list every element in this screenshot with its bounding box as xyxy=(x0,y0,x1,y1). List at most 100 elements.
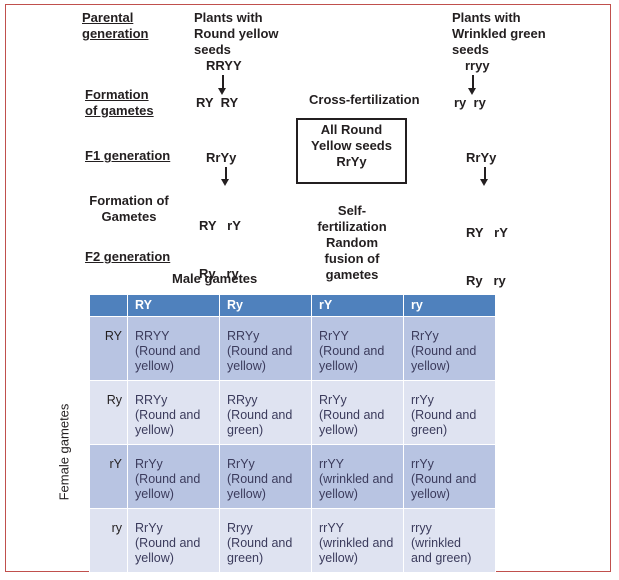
parent-right-gametes: ry ry xyxy=(454,95,486,110)
gamete-line: RY rY xyxy=(199,218,241,233)
label-formation-of-gametes-2: Formation of Gametes xyxy=(80,193,178,225)
cell-phenotype: green) xyxy=(227,551,264,565)
parent-left-genotype: RRYY xyxy=(206,58,242,73)
cell-phenotype: (Round and xyxy=(227,536,293,550)
result-line: Yellow seeds xyxy=(311,138,392,153)
label-f1-generation: F1 generation xyxy=(85,148,171,163)
parent-right-genotype: rryy xyxy=(465,58,490,73)
cell-phenotype: yellow) xyxy=(227,359,266,373)
self-line: gametes xyxy=(325,267,379,282)
cell-genotype: rrYy xyxy=(411,457,434,471)
cell-phenotype: yellow) xyxy=(319,487,358,501)
cell-phenotype: (wrinkled xyxy=(411,536,462,550)
parent-left-gametes: RY RY xyxy=(196,95,239,110)
result-line: RrYy xyxy=(336,154,367,169)
cell-genotype: RrYy xyxy=(135,521,163,535)
label-line: Formation of xyxy=(89,193,169,208)
parent-right-description: Plants with Wrinkled green seeds xyxy=(452,10,546,58)
label-line: of gametes xyxy=(85,103,154,118)
cell-genotype: rryy xyxy=(411,521,432,535)
cell-phenotype: yellow) xyxy=(319,551,358,565)
desc-line: Round yellow xyxy=(194,26,279,41)
label-parental-generation: Parental generation xyxy=(82,10,148,42)
column-header: RY xyxy=(127,294,220,317)
gamete-line: Ry ry xyxy=(199,266,239,281)
cell-phenotype: (Round and xyxy=(319,408,385,422)
cell-genotype: RRYY xyxy=(135,329,170,343)
parent-left-description: Plants with Round yellow seeds xyxy=(194,10,279,58)
row-header: RY xyxy=(89,316,128,381)
header-corner xyxy=(89,294,128,317)
desc-line: seeds xyxy=(194,42,231,57)
female-gametes-label: Female gametes xyxy=(54,402,74,502)
cell-phenotype: green) xyxy=(411,423,448,437)
cell-genotype: rrYY xyxy=(319,457,344,471)
cell-genotype: RrYY xyxy=(319,329,349,343)
f1-result-box xyxy=(296,118,407,184)
cell-genotype: RrYy xyxy=(227,457,255,471)
arrow-down-icon xyxy=(469,75,475,95)
desc-line: Plants with xyxy=(452,10,521,25)
label-line: generation xyxy=(82,26,149,41)
arrow-down-icon xyxy=(481,167,487,186)
cell-phenotype: yellow) xyxy=(411,487,450,501)
cell-phenotype: and green) xyxy=(411,551,472,565)
cell-phenotype: yellow) xyxy=(319,359,358,373)
cell-phenotype: (wrinkled and xyxy=(319,472,394,486)
cell-phenotype: (Round and xyxy=(135,408,201,422)
self-line: fusion of xyxy=(324,251,380,266)
cell-phenotype: (Round and xyxy=(135,536,201,550)
cell-phenotype: (Round and xyxy=(227,472,293,486)
column-header: ry xyxy=(403,294,496,317)
cell-phenotype: yellow) xyxy=(319,423,358,437)
row-header: rY xyxy=(89,444,128,509)
f1-left-gametes: RY rY Ry ry xyxy=(199,186,241,298)
column-header: rY xyxy=(311,294,404,317)
cell-phenotype: (Round and xyxy=(135,472,201,486)
desc-line: Wrinkled green xyxy=(452,26,546,41)
cell-phenotype: (Round and xyxy=(319,344,385,358)
cell-phenotype: yellow) xyxy=(135,551,174,565)
self-fertilization-label: Self- fertilization Random fusion of gam… xyxy=(297,203,407,283)
male-gametes-label: Male gametes xyxy=(172,271,258,286)
row-header: ry xyxy=(89,508,128,573)
cell-phenotype: yellow) xyxy=(411,359,450,373)
cell-phenotype: (wrinkled and xyxy=(319,536,394,550)
cell-phenotype: yellow) xyxy=(135,423,174,437)
f1-result-text: All Round Yellow seeds RrYy xyxy=(296,122,407,170)
label-f2-generation: F2 generation xyxy=(85,249,171,264)
header-row: RY Ry rY ry xyxy=(89,294,496,317)
cell-genotype: RRYy xyxy=(135,393,168,407)
cell-genotype: rrYY xyxy=(319,521,344,535)
cell-genotype: rrYy xyxy=(411,393,434,407)
cell-phenotype: yellow) xyxy=(135,487,174,501)
self-line: Random xyxy=(326,235,378,250)
cell-phenotype: (Round and xyxy=(227,344,293,358)
f1-right-genotype: RrYy xyxy=(466,150,497,165)
cell-phenotype: (Round and xyxy=(411,408,477,422)
self-line: Self- xyxy=(337,203,367,218)
cell-phenotype: (Round and xyxy=(411,472,477,486)
cell-phenotype: (Round and xyxy=(411,344,477,358)
f1-right-gametes: RY rY Ry ry xyxy=(466,193,508,305)
gamete-line: RY rY xyxy=(466,225,508,240)
cell-phenotype: (Round and xyxy=(227,408,293,422)
gamete-line: Ry ry xyxy=(466,273,506,288)
